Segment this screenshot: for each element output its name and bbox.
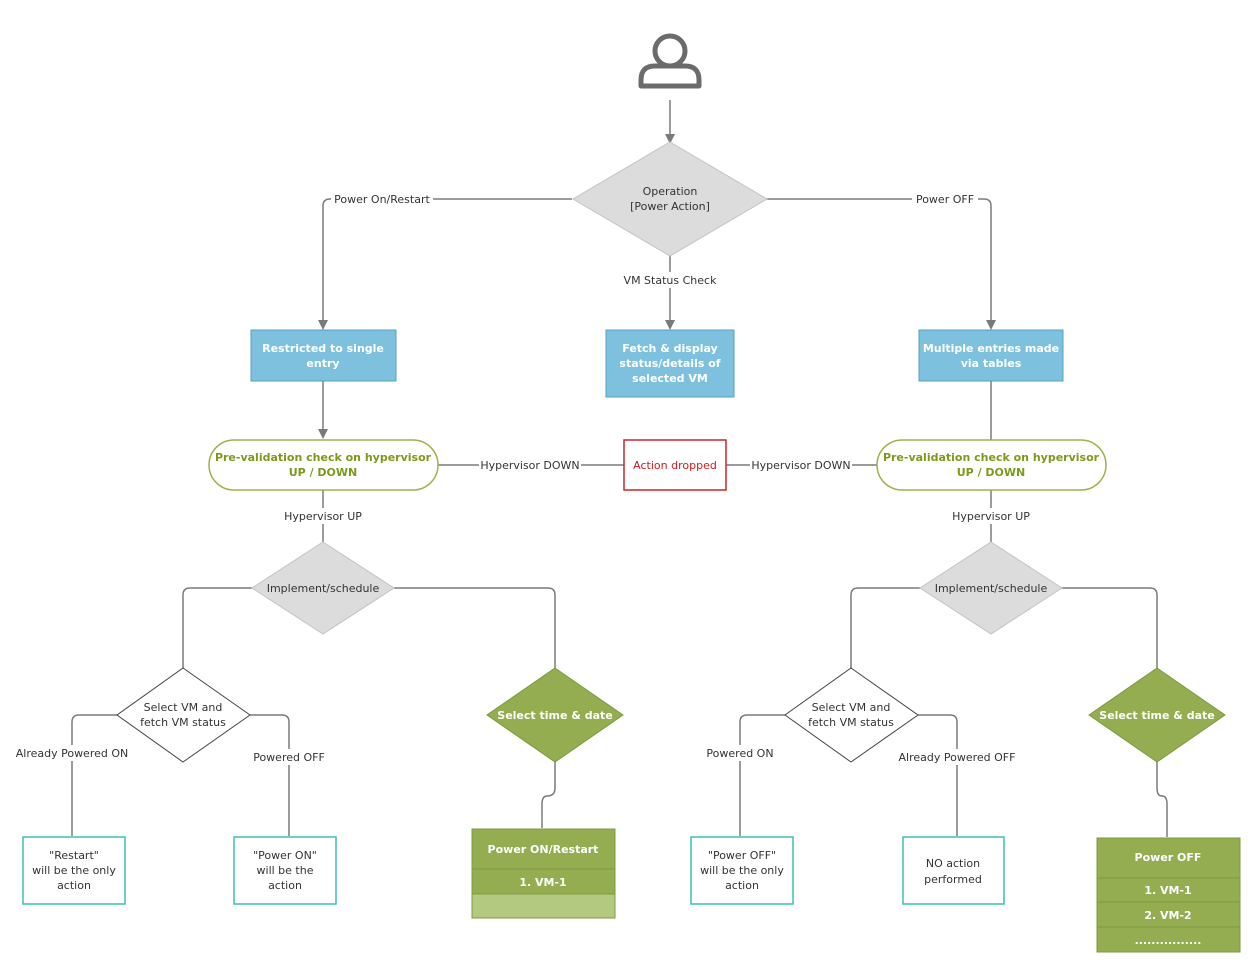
restricted-text-1: Restricted to single <box>262 342 384 355</box>
implement-decision-right: Implement/schedule <box>919 541 1063 635</box>
restart-text-3: action <box>57 879 91 892</box>
action-dropped-text: Action dropped <box>633 459 717 472</box>
table-left-row-1: 1. VM-1 <box>519 876 566 889</box>
select-vm-left-text-2: fetch VM status <box>140 716 226 729</box>
connector-implement-left-to-selecttime <box>394 587 556 668</box>
table-right-header: Power OFF <box>1135 851 1202 864</box>
prevalidation-right-text-1: Pre-validation check on hypervisor <box>883 451 1100 464</box>
select-vm-right-text-1: Select VM and <box>812 701 891 714</box>
connector-selectvm-right-to-poweroff <box>739 714 786 836</box>
prevalidation-left: Pre-validation check on hypervisor UP / … <box>208 439 439 491</box>
connector-implement-left-to-selectvm <box>182 587 252 668</box>
operation-sublabel: [Power Action] <box>630 200 710 213</box>
no-action-result-box: NO action performed <box>902 836 1005 905</box>
prevalidation-right: Pre-validation check on hypervisor UP / … <box>876 439 1107 491</box>
operation-label: Operation <box>643 185 698 198</box>
power-off-result-box: "Power OFF" will be the only action <box>690 836 794 905</box>
no-action-text-1: NO action <box>926 857 980 870</box>
prevalidation-left-text-1: Pre-validation check on hypervisor <box>215 451 432 464</box>
fetch-text-3: selected VM <box>632 372 708 385</box>
label-hypervisor-up-right: Hypervisor UP <box>952 510 1030 523</box>
connector-implement-right-to-selectvm <box>850 587 920 668</box>
select-time-right-text: Select time & date <box>1099 709 1214 722</box>
table-left-header: Power ON/Restart <box>488 843 599 856</box>
restricted-box: Restricted to single entry <box>250 329 397 382</box>
connector-selectvm-right-to-noaction <box>918 714 958 836</box>
table-right-row-2: 2. VM-2 <box>1144 909 1191 922</box>
no-action-text-2: performed <box>924 873 982 886</box>
power-on-text-2: will be the <box>257 864 314 877</box>
prevalidation-left-text-2: UP / DOWN <box>289 466 358 479</box>
fetch-box: Fetch & display status/details of select… <box>605 329 735 398</box>
label-already-powered-on: Already Powered ON <box>16 747 129 760</box>
select-time-decision-left: Select time & date <box>486 667 624 763</box>
restart-result-box: "Restart" will be the only action <box>22 836 126 905</box>
label-hypervisor-down-right: Hypervisor DOWN <box>751 459 850 472</box>
power-off-text-3: action <box>725 879 759 892</box>
connector-implement-right-to-selecttime <box>1062 587 1158 668</box>
fetch-text-2: status/details of <box>619 357 720 370</box>
connectors <box>71 100 1168 837</box>
select-vm-left-text-1: Select VM and <box>144 701 223 714</box>
connector-operation-to-restricted <box>318 198 572 330</box>
power-off-text-1: "Power OFF" <box>708 849 776 862</box>
select-vm-decision-left: Select VM and fetch VM status <box>116 667 251 763</box>
schedule-table-right: Power OFF 1. VM-1 2. VM-2 ..............… <box>1096 837 1241 953</box>
select-time-left-text: Select time & date <box>497 709 612 722</box>
select-vm-decision-right: Select VM and fetch VM status <box>784 667 919 763</box>
table-right-row-3: ................ <box>1135 934 1202 947</box>
implement-decision-left: Implement/schedule <box>251 541 395 635</box>
label-already-powered-off: Already Powered OFF <box>899 751 1016 764</box>
label-hypervisor-up-left: Hypervisor UP <box>284 510 362 523</box>
restricted-text-2: entry <box>306 357 339 370</box>
select-time-decision-right: Select time & date <box>1088 667 1226 763</box>
restart-text-2: will be the only <box>32 864 116 877</box>
fetch-text-1: Fetch & display <box>622 342 717 355</box>
label-power-on-restart: Power On/Restart <box>334 193 430 206</box>
action-dropped-box: Action dropped <box>623 439 727 491</box>
table-right-row-1: 1. VM-1 <box>1144 884 1191 897</box>
label-power-off: Power OFF <box>916 193 974 206</box>
implement-right-text: Implement/schedule <box>935 582 1048 595</box>
power-on-text-3: action <box>268 879 302 892</box>
connector-operation-to-multiple <box>767 198 996 330</box>
connector-selecttime-right-to-table <box>1156 762 1168 837</box>
multiple-text-1: Multiple entries made <box>923 342 1059 355</box>
power-on-text-1: "Power ON" <box>253 849 317 862</box>
connector-selectvm-left-to-restart <box>71 714 118 836</box>
power-on-result-box: "Power ON" will be the action <box>233 836 337 905</box>
schedule-table-left: Power ON/Restart 1. VM-1 <box>471 828 616 919</box>
restart-text-1: "Restart" <box>49 849 99 862</box>
prevalidation-right-text-2: UP / DOWN <box>957 466 1026 479</box>
user-icon <box>638 33 702 89</box>
implement-left-text: Implement/schedule <box>267 582 380 595</box>
label-vm-status-check: VM Status Check <box>624 274 718 287</box>
label-hypervisor-down-left: Hypervisor DOWN <box>480 459 579 472</box>
multiple-box: Multiple entries made via tables <box>918 329 1064 382</box>
connector-selectvm-left-to-poweron <box>250 714 290 836</box>
operation-decision: Operation [Power Action] <box>572 141 768 257</box>
connector-selecttime-left-to-table <box>541 762 556 828</box>
label-powered-on: Powered ON <box>706 747 773 760</box>
label-powered-off: Powered OFF <box>253 751 325 764</box>
select-vm-right-text-2: fetch VM status <box>808 716 894 729</box>
power-off-text-2: will be the only <box>700 864 784 877</box>
multiple-text-2: via tables <box>961 357 1022 370</box>
